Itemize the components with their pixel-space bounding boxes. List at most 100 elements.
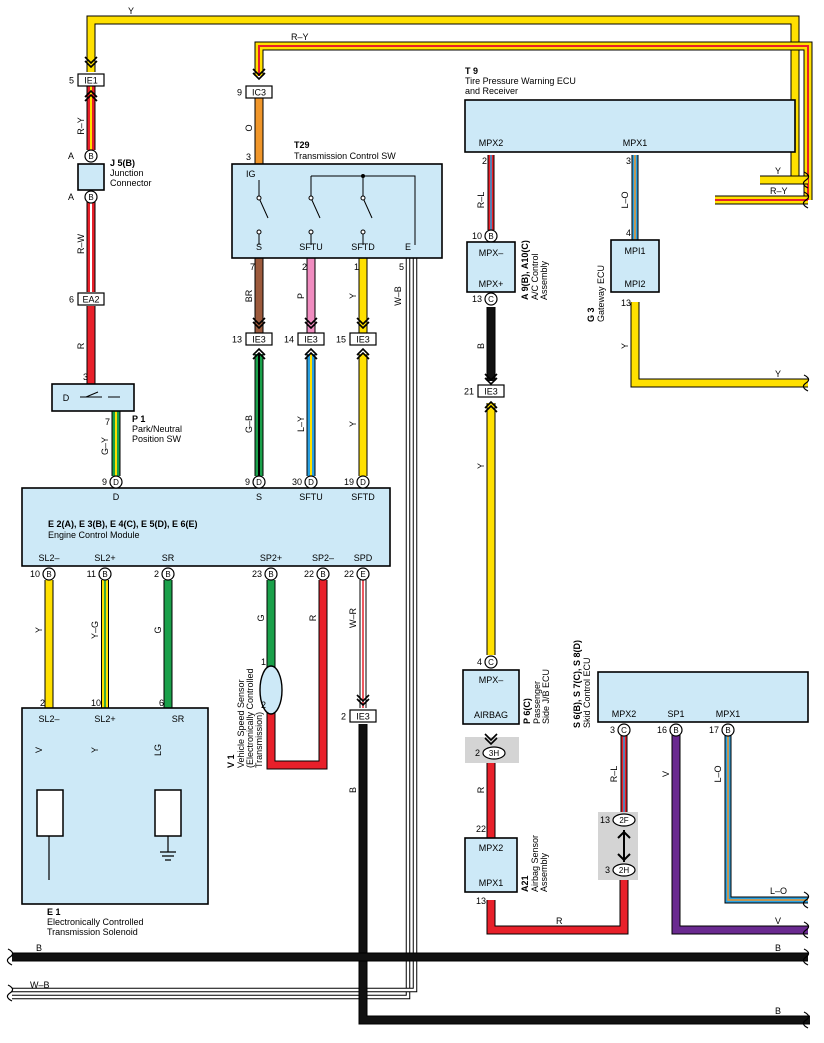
t9-pin-mpx1: 3 xyxy=(626,156,631,166)
ecm-bot-circle-0-letter: B xyxy=(46,570,51,579)
ea2-connector-pin: 6 xyxy=(69,295,74,305)
wire-y-gw xyxy=(631,302,808,387)
wire-b-ie3-outline xyxy=(358,724,810,1025)
j5-circle-bot xyxy=(84,190,98,204)
ie3-e-connector-pin: 2 xyxy=(341,712,346,722)
ie3-c-chev-low xyxy=(356,347,370,360)
lbl-b-right: B xyxy=(775,943,781,953)
t29-box xyxy=(231,163,443,259)
skid-circle-mpx2-letter: C xyxy=(621,726,627,735)
v1-name1: Vehicle Speed Sensor xyxy=(236,679,246,768)
ecm-bot-pin-3: 23 xyxy=(252,569,262,579)
wire-r-sp2m xyxy=(267,580,327,769)
e1-name2: Transmission Solenoid xyxy=(47,927,138,937)
g3-pin-bot: 13 xyxy=(621,298,631,308)
ecm-bot-circle-3 xyxy=(264,567,278,581)
break-mark-3 xyxy=(802,1011,810,1029)
j5-box xyxy=(77,163,105,191)
g3-box xyxy=(610,239,660,293)
wire-wb-2 xyxy=(12,258,417,992)
ecm-bot-circle-2-letter: B xyxy=(165,570,170,579)
g3-id: G 3 xyxy=(586,307,596,322)
break-mark-6 xyxy=(802,374,810,392)
p1-name1: Park/Neutral xyxy=(132,424,182,434)
lbl-gb: G–B xyxy=(244,415,254,433)
p6-name1: Passenger xyxy=(532,681,542,724)
wire-v-skid xyxy=(672,735,808,934)
e1-sr: SR xyxy=(172,714,185,724)
3h-chev xyxy=(484,733,498,746)
lbl-ry-ie1: R–Y xyxy=(76,117,86,135)
wire-wb xyxy=(12,258,410,999)
ie3-b-chev-low xyxy=(304,347,318,360)
ie3-d-chev-low xyxy=(484,400,498,413)
skid-circle-sp1 xyxy=(669,723,683,737)
t29-junction xyxy=(361,174,365,178)
v1-pin2: 2 xyxy=(261,700,266,710)
ie3-a-chev xyxy=(252,317,266,330)
lbl-g-sp2p: G xyxy=(256,614,266,621)
skid-mpx1: MPX1 xyxy=(716,709,741,719)
ie3-e-chev xyxy=(356,694,370,707)
3h-oval xyxy=(482,746,506,760)
t9-mpx1: MPX1 xyxy=(623,138,648,148)
t29-pin-sftu: 2 xyxy=(302,262,307,272)
a21-pin-bot: 13 xyxy=(476,896,486,906)
lbl-rw: R–W xyxy=(76,233,86,254)
p6-mpxm: MPX– xyxy=(479,675,504,685)
skid-sp1: SP1 xyxy=(667,709,684,719)
p1-pin-bot: 7 xyxy=(105,417,110,427)
a21-mpx2: MPX2 xyxy=(479,843,504,853)
p6-box xyxy=(462,669,520,725)
lbl-lg: LG xyxy=(153,744,163,756)
ecm-bot-pin-2: 2 xyxy=(154,569,159,579)
ie1-chevron-low xyxy=(84,89,98,102)
a9-circle-top-letter: B xyxy=(488,232,493,241)
p6-id: P 6(C) xyxy=(522,698,532,724)
t29-ig: IG xyxy=(246,169,256,179)
ecm-top-circle-2-letter: D xyxy=(308,478,314,487)
break-mark-1 xyxy=(6,984,14,1002)
j5-id: J 5(B) xyxy=(110,158,135,168)
lbl-br: BR xyxy=(244,289,254,302)
lbl-r-sp2m: R xyxy=(308,614,318,621)
p1-term: D xyxy=(63,393,70,403)
a21-pin-top: 22 xyxy=(476,824,486,834)
j5-pin-a1: A xyxy=(68,151,74,161)
a9-name1: A/C Control xyxy=(530,253,540,300)
v1-sensor xyxy=(259,665,283,715)
ecm-bot-circle-5-letter: E xyxy=(360,570,365,579)
lbl-v-right: V xyxy=(775,916,781,926)
lbl-wb-e: W–B xyxy=(393,286,403,306)
lbl-o: O xyxy=(244,124,254,131)
lbl-y-right2: Y xyxy=(775,369,781,379)
t9-pin-mpx2: 2 xyxy=(482,156,487,166)
p1-name2: Position SW xyxy=(132,434,182,444)
a21-box xyxy=(464,837,518,893)
ecm-bot-pin-0: 10 xyxy=(30,569,40,579)
wire-lo-skid xyxy=(725,735,808,903)
ecm-bot-label-0: SL2– xyxy=(38,553,59,563)
t29-contact-2 xyxy=(308,195,314,201)
p1-switch xyxy=(80,391,120,398)
skid-pin-mpx2: 3 xyxy=(610,725,615,735)
lbl-y-ie3: Y xyxy=(348,421,358,427)
ecm-bot-label-1: SL2+ xyxy=(94,553,115,563)
break-mark-7 xyxy=(802,891,810,909)
a9-name2: Assembly xyxy=(539,260,549,300)
lbl-v-skid: V xyxy=(661,771,671,777)
t29-sftd: SFTD xyxy=(351,242,375,252)
lbl-wb-left: W–B xyxy=(30,980,50,990)
t9-mpx2: MPX2 xyxy=(479,138,504,148)
ecm-top-label-2: SFTU xyxy=(299,492,323,502)
3h-pin: 2 xyxy=(475,748,480,758)
j5-name2: Connector xyxy=(110,178,152,188)
t29-sftu: SFTU xyxy=(299,242,323,252)
skid-pin-mpx1: 17 xyxy=(709,725,719,735)
break-mark-8 xyxy=(802,921,810,939)
t29-pin-s: 7 xyxy=(250,262,255,272)
skid-circle-sp1-letter: B xyxy=(673,726,678,735)
2h-label: 2H xyxy=(619,866,629,875)
ie3-d-connector-pin: 21 xyxy=(464,387,474,397)
ie3-c-connector-pin: 15 xyxy=(336,335,346,345)
